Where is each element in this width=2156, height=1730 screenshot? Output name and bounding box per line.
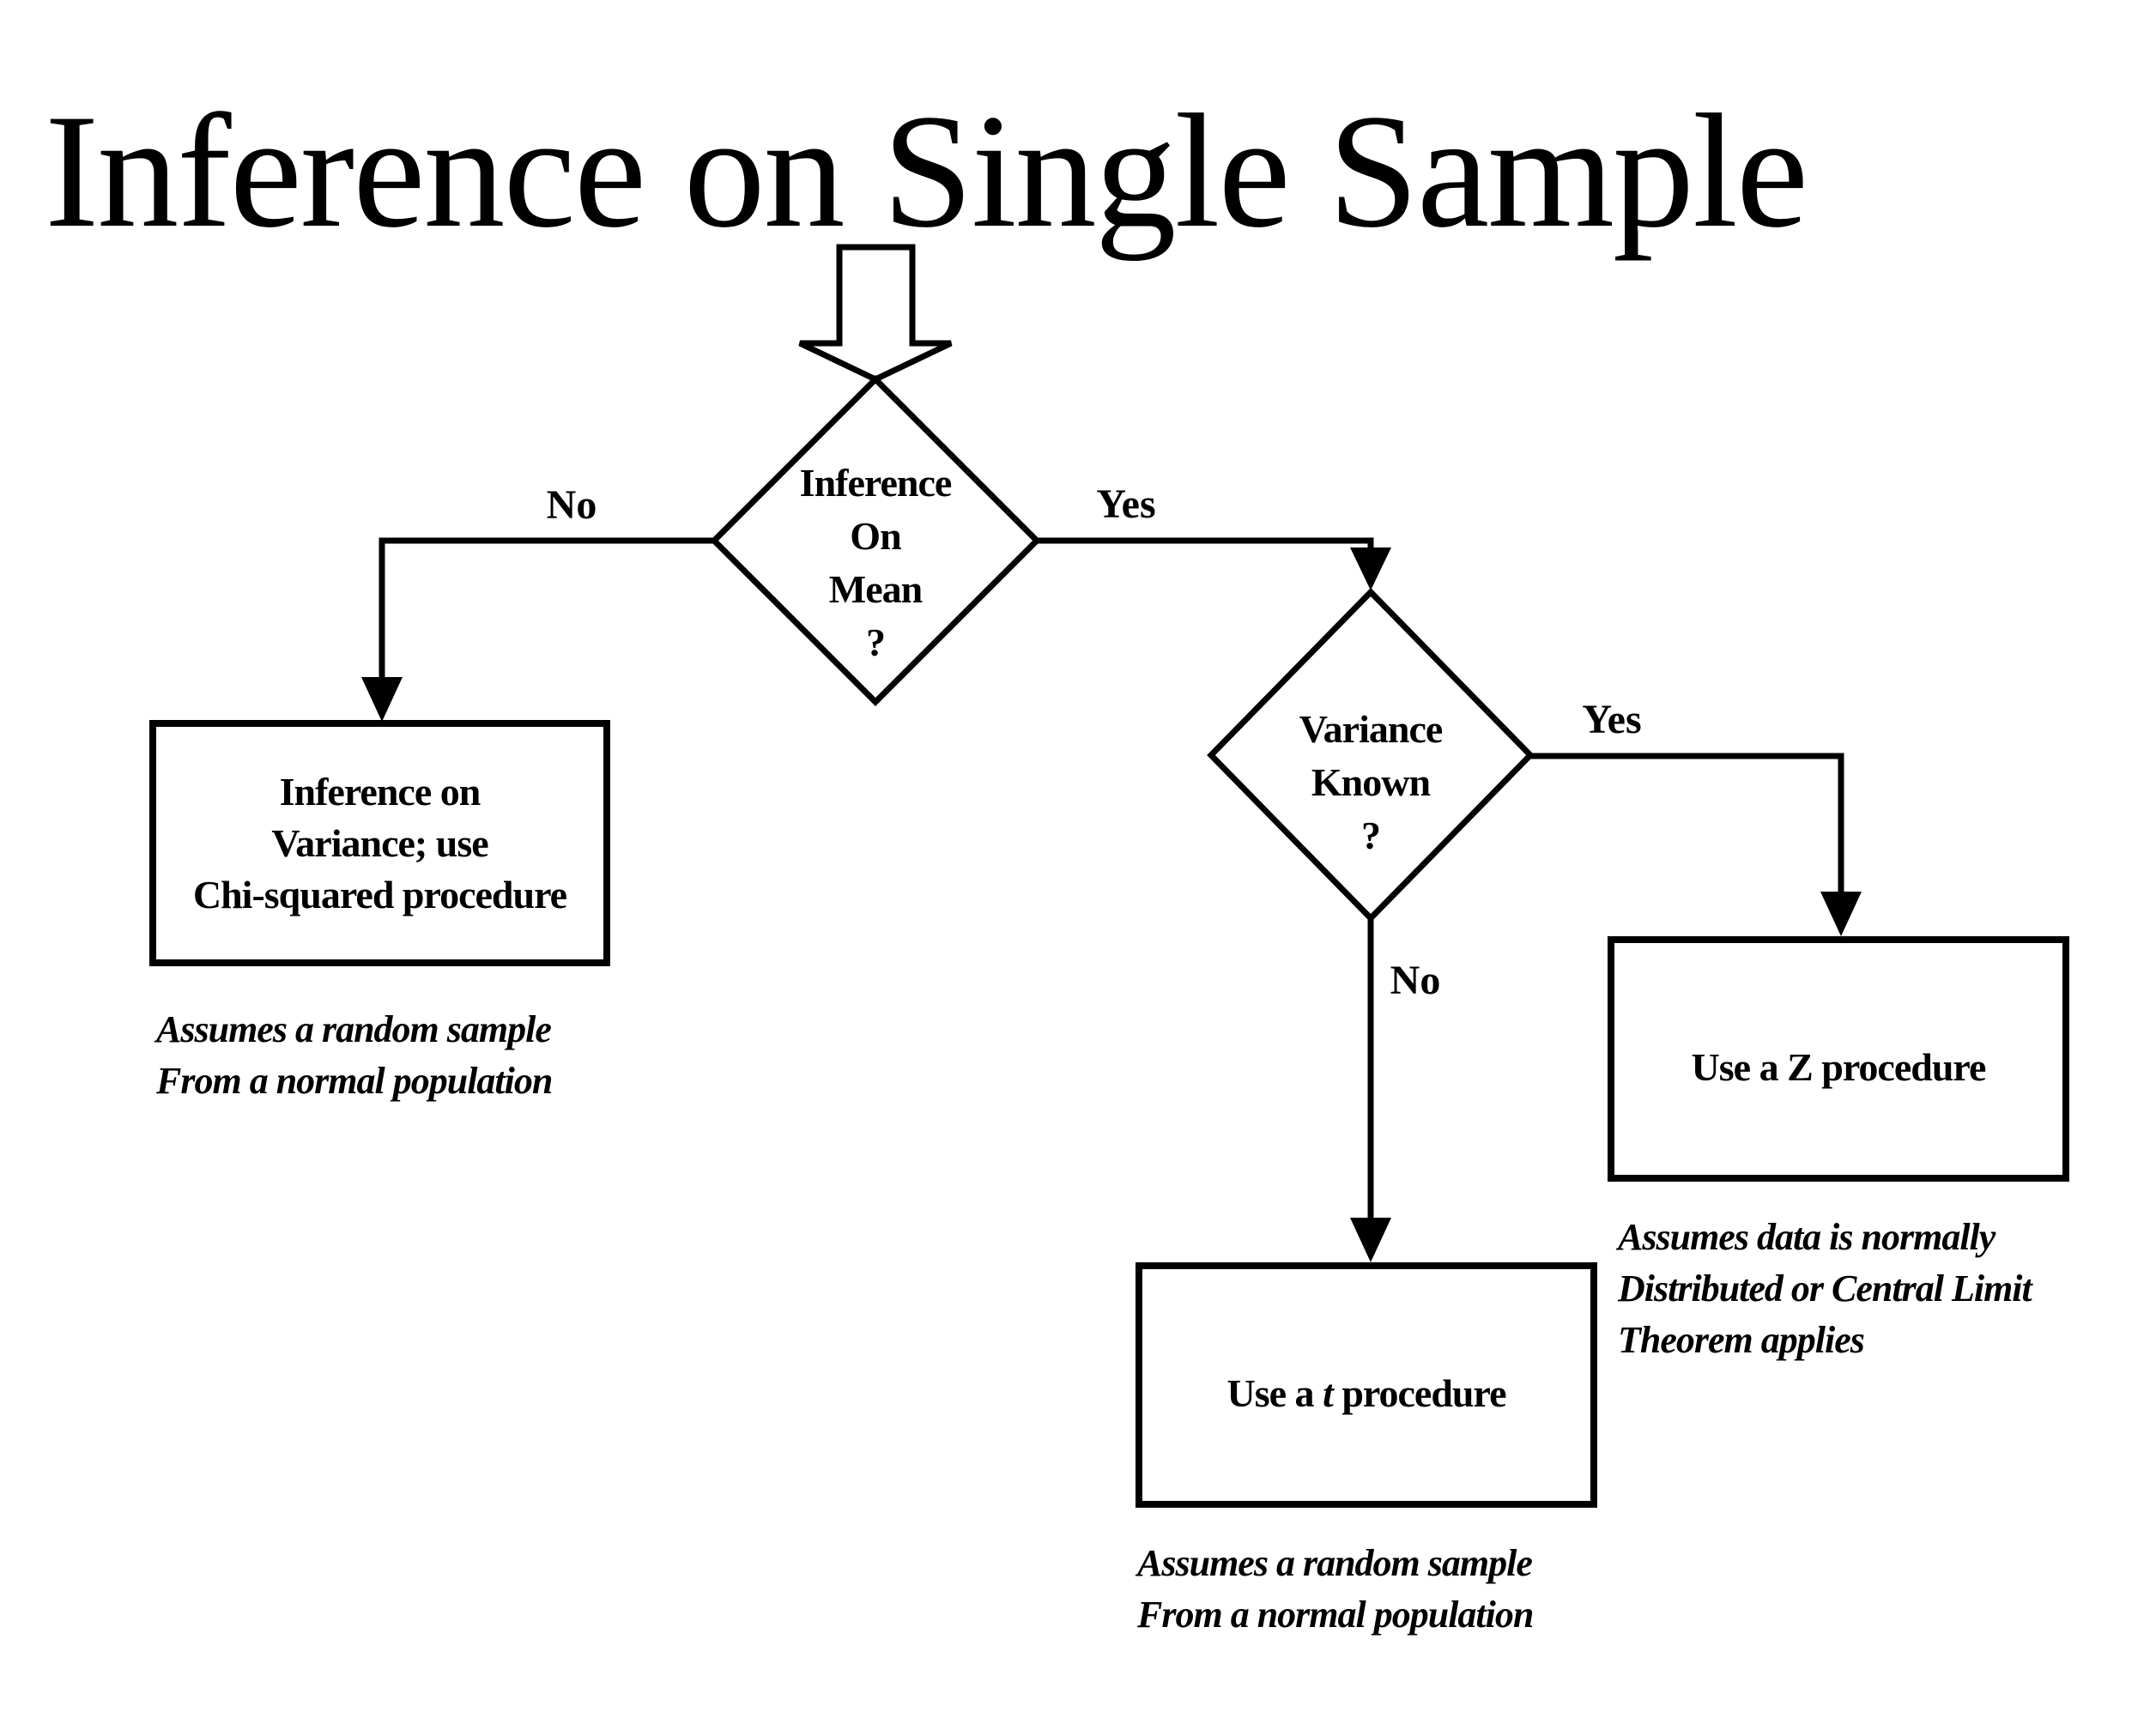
t-box-label-emphasis: t <box>1323 1371 1334 1415</box>
branch-label-mean-yes: Yes <box>1096 481 1156 527</box>
assumption-note-z: Assumes data is normally Distributed or … <box>1618 1216 2032 1361</box>
connector-mean-no <box>361 537 714 722</box>
connector-mean-yes <box>1037 537 1391 590</box>
assumption-note-chi-squared: Assumes a random sample From a normal po… <box>156 1008 553 1102</box>
t-box-label-text: Use a t procedure <box>1226 1367 1507 1420</box>
t-box-label-prefix: Use a <box>1226 1371 1323 1415</box>
process-box-t <box>1136 1262 1597 1508</box>
assumption-note-t: Assumes a random sample From a normal po… <box>1137 1542 1534 1636</box>
decision-variance-label: Variance Known ? <box>1299 707 1444 857</box>
connector-variance-yes <box>1530 753 1862 936</box>
decision-mean-label: Inference On Mean ? <box>799 461 953 664</box>
branch-label-variance-yes: Yes <box>1582 697 1642 742</box>
process-box-z <box>1608 936 2069 1182</box>
t-box-label: Use a t procedure <box>1139 1266 1594 1504</box>
chi-squared-box-label: Inference on Variance; use Chi-squared p… <box>192 769 567 916</box>
decision-diamond-mean <box>710 375 1041 706</box>
branch-label-variance-no: No <box>1390 958 1441 1003</box>
z-box-label: Use a Z procedure <box>1691 1045 1987 1089</box>
t-box-label-suffix: procedure <box>1332 1371 1506 1415</box>
connector-variance-no <box>1350 918 1391 1262</box>
process-box-chi-squared <box>149 720 610 966</box>
branch-label-mean-no: No <box>546 482 597 528</box>
block-down-arrow-icon <box>798 244 953 383</box>
page-title: Inference on Single Sample <box>45 82 1808 262</box>
